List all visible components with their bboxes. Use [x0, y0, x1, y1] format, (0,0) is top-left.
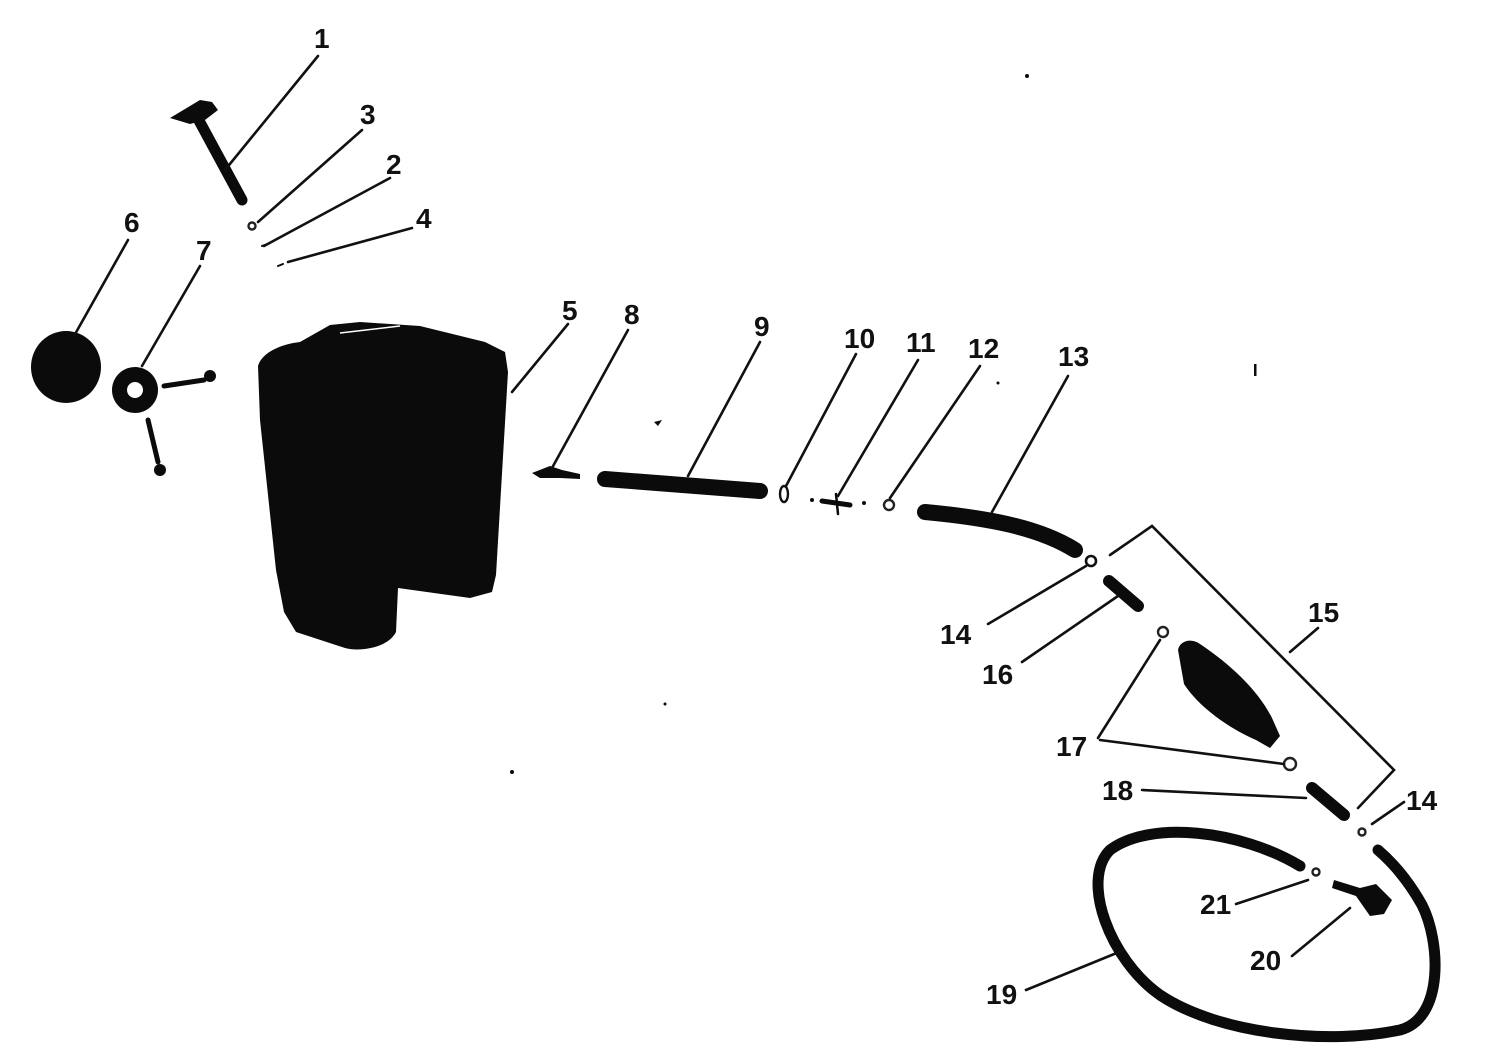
callout-19: 19: [986, 979, 1017, 1010]
part-18-connector: [1306, 782, 1350, 821]
part-17-ring-upper: [1156, 625, 1170, 639]
leader-7: [140, 264, 202, 368]
leader-16: [1020, 594, 1120, 664]
leader-14-lower: [1370, 800, 1406, 826]
part-10-o-ring: [778, 484, 790, 504]
callout-2: 2: [386, 149, 402, 180]
callout-11: 11: [906, 327, 936, 358]
callout-17: 17: [1056, 731, 1087, 762]
leader-3: [256, 128, 364, 224]
callout-numbers: 1 3 2 4 6 7 5 8 9 10 11 12 13 14 16 15 1…: [124, 23, 1438, 1010]
callout-9: 9: [754, 311, 770, 342]
callout-15: 15: [1308, 597, 1339, 628]
callout-16: 16: [982, 659, 1013, 690]
part-20-elbow-fitting: [1332, 880, 1392, 916]
leader-20: [1290, 906, 1352, 958]
primer-bulb: [1178, 640, 1280, 748]
part-14-clamp-lower: [1357, 827, 1367, 837]
callout-5: 5: [562, 295, 578, 326]
leader-11: [836, 358, 920, 498]
print-specks: [510, 74, 1257, 774]
part-17-ring-lower: [1282, 756, 1298, 772]
leader-18: [1140, 788, 1308, 800]
part-8-fitting: [532, 466, 580, 479]
assembly-15-bracket: [1108, 524, 1396, 810]
callout-12: 12: [968, 333, 999, 364]
leader-12: [888, 364, 982, 500]
leader-5: [510, 322, 570, 394]
part-19-hose-loop: [1092, 826, 1441, 1043]
part-16-connector: [1103, 575, 1144, 612]
callout-14-lower: 14: [1406, 785, 1438, 816]
part-3-small-washer: [247, 221, 257, 231]
callout-21: 21: [1200, 889, 1231, 920]
part-11-filter: [810, 492, 866, 516]
leader-9: [686, 340, 762, 478]
callout-6: 6: [124, 207, 140, 238]
callout-10: 10: [844, 323, 875, 354]
leader-21: [1234, 878, 1310, 906]
leader-4: [286, 226, 414, 264]
part-4-small-pin: [277, 263, 284, 267]
callout-4: 4: [416, 203, 432, 234]
leader-1: [223, 54, 320, 172]
part-1-t-handle: [170, 100, 248, 206]
callout-13: 13: [1058, 341, 1089, 372]
callout-14-upper: 14: [940, 619, 972, 650]
callout-3: 3: [360, 99, 376, 130]
callout-1: 1: [314, 23, 330, 54]
callout-7: 7: [196, 235, 212, 266]
leader-17-upper: [1096, 638, 1162, 740]
part-13-hose: [917, 504, 1083, 558]
leader-lines: [72, 54, 1406, 992]
leader-10: [784, 352, 858, 488]
leader-17-lower: [1098, 738, 1286, 766]
callout-20: 20: [1250, 945, 1281, 976]
part-21-clip: [1311, 867, 1321, 877]
part-6-cap: [31, 331, 101, 403]
part-14-clamp-upper: [1084, 554, 1098, 568]
leader-13: [990, 374, 1070, 514]
part-5-fuel-tank: [258, 322, 508, 650]
part-7-gasket-with-screws: [112, 367, 216, 476]
leader-14-upper: [986, 564, 1088, 626]
leader-6: [72, 238, 130, 338]
leader-19: [1024, 948, 1126, 992]
part-12-nut: [882, 498, 896, 512]
leader-15: [1288, 626, 1320, 654]
callout-8: 8: [624, 299, 640, 330]
part-9-hose: [597, 471, 768, 499]
leader-2: [262, 176, 392, 248]
leader-8: [550, 328, 630, 470]
callout-18: 18: [1102, 775, 1133, 806]
